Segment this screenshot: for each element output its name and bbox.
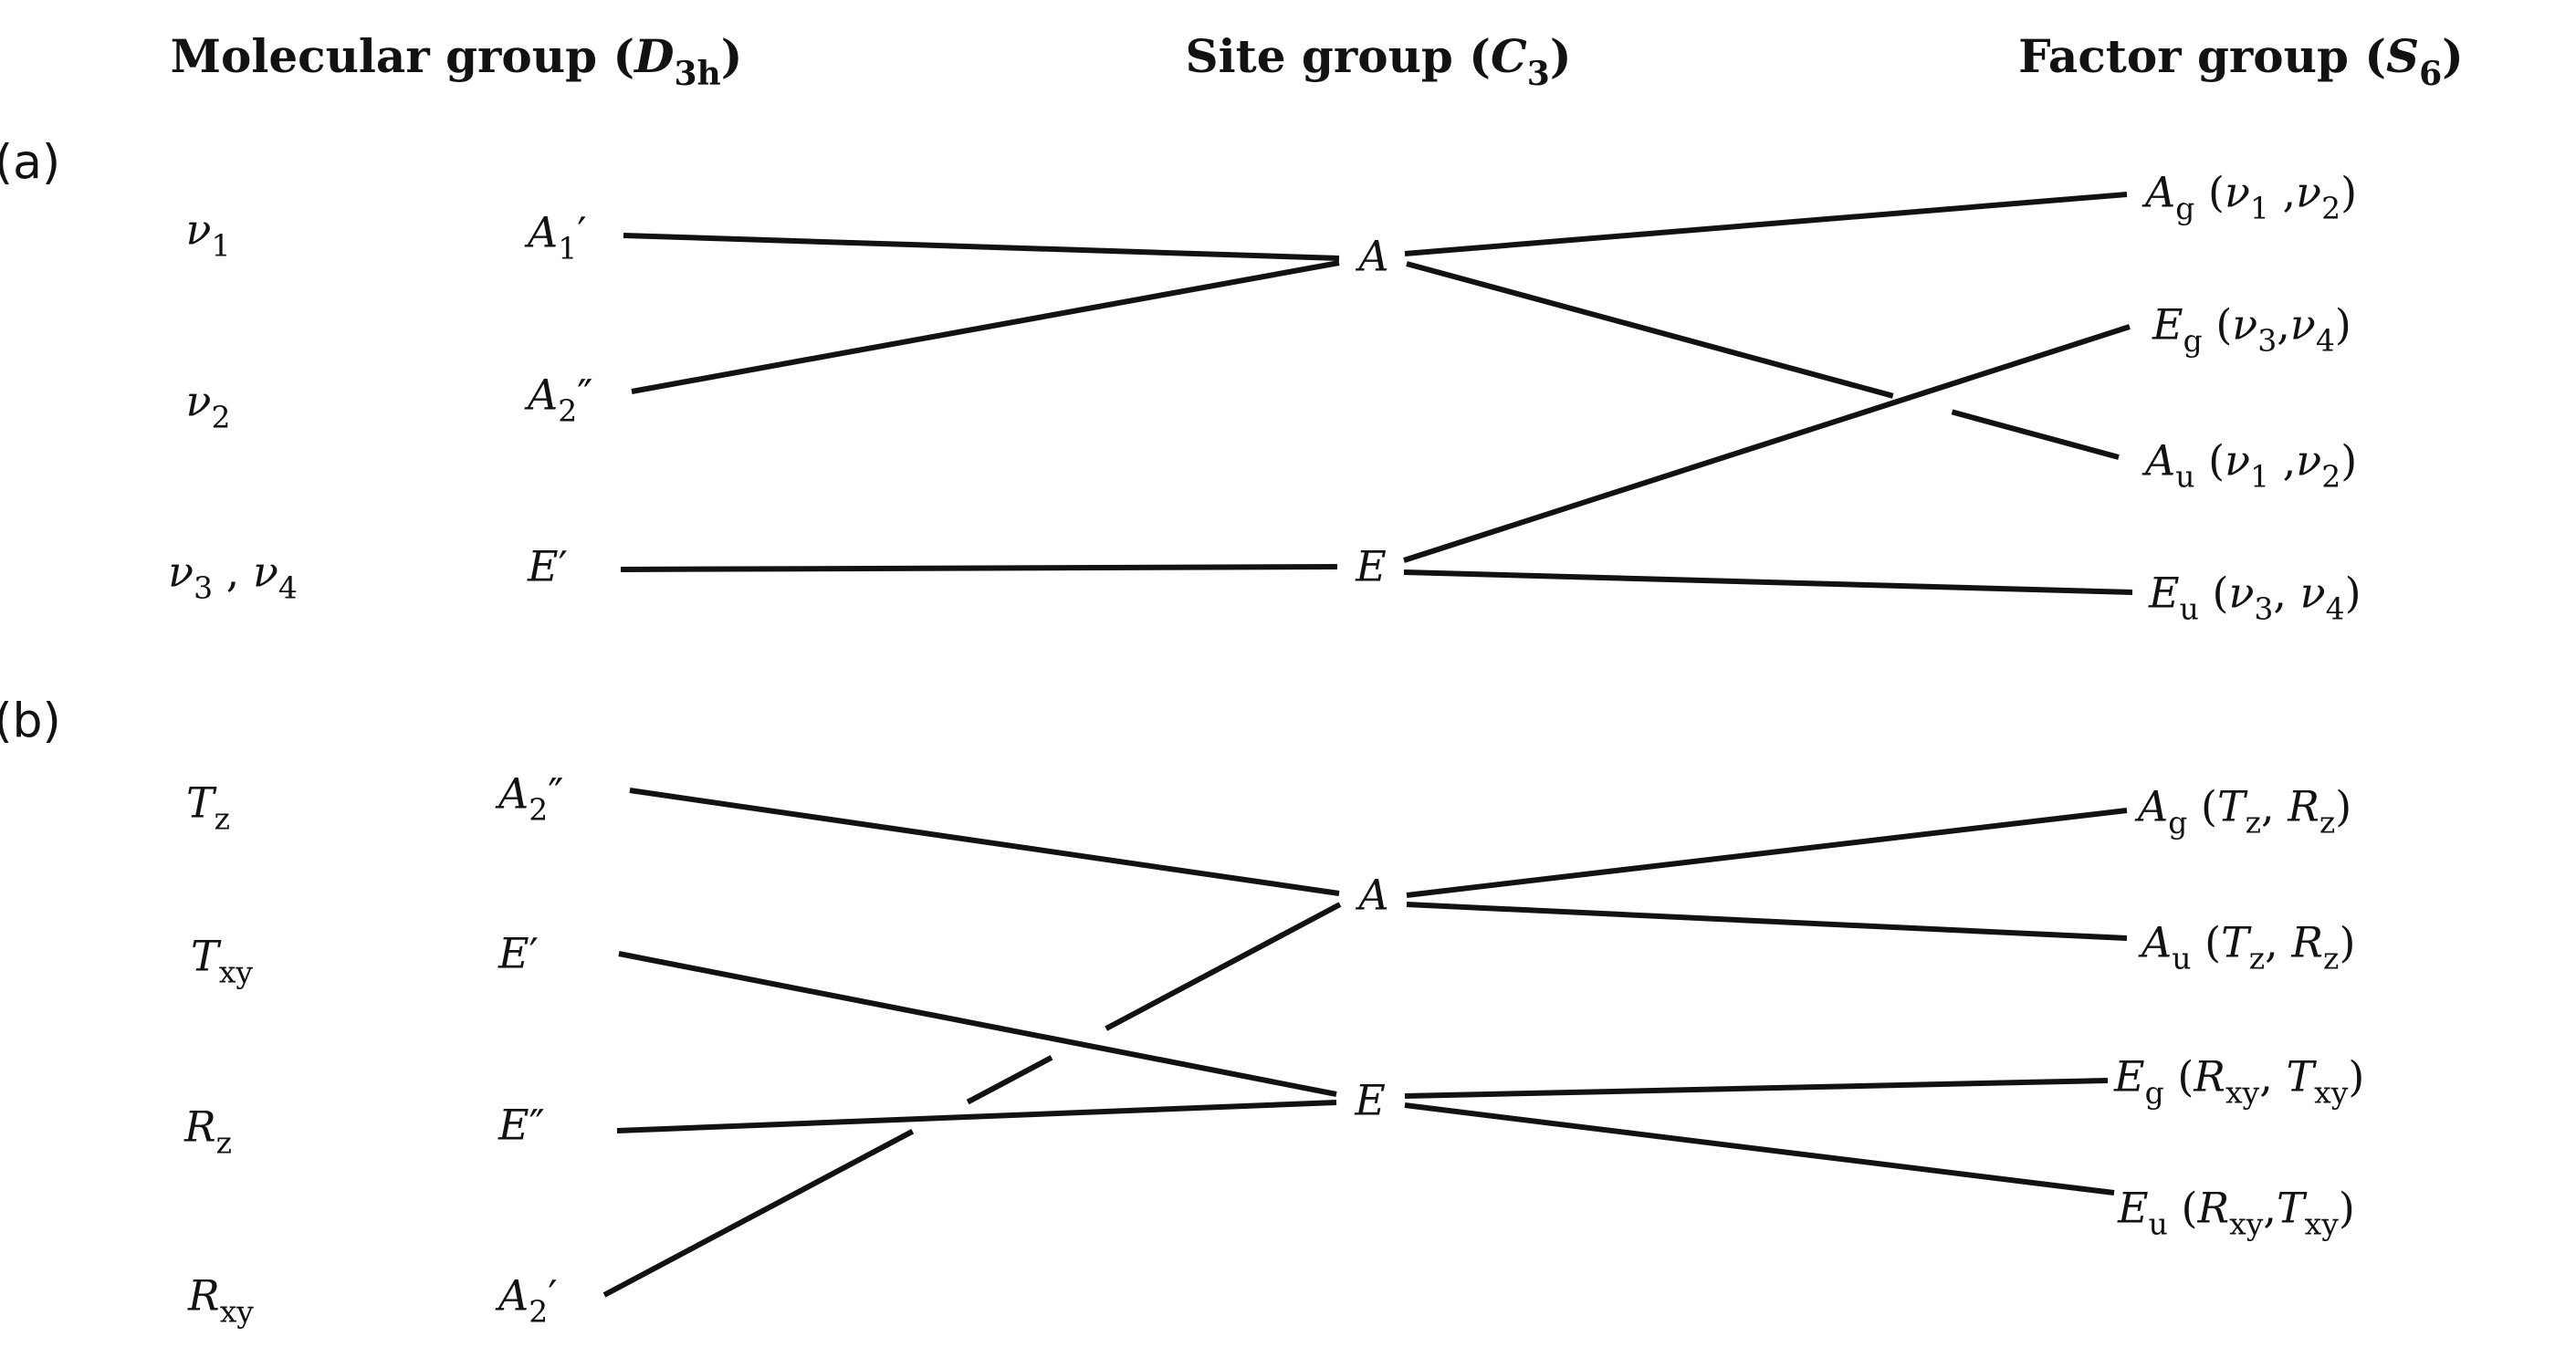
- edge-b-edblprime-to-site-e: [616, 1100, 1337, 1133]
- edge-b-a2prime-to-site-a-segment: [966, 1055, 1053, 1105]
- edge-b-eprime-to-site-e: [618, 951, 1337, 1097]
- factor-a-eu: Eu (ν3, ν4): [2148, 569, 2361, 627]
- edge-a-site-a-to-au-segment: [1951, 409, 2120, 460]
- edge-b-site-e-to-eu: [1404, 1102, 2115, 1196]
- site-b-e: E: [1354, 1076, 1386, 1125]
- irrep-b-edblprime: E″: [497, 1101, 545, 1150]
- mode-b-rxy: Rxy: [187, 1271, 254, 1330]
- edge-b-a2prime-to-site-a-segment: [1105, 902, 1342, 1031]
- edge-a-a1prime-to-site-a-segment: [623, 233, 1340, 261]
- edge-a-site-e-to-eu: [1403, 569, 2133, 595]
- section-label-a: (a): [0, 136, 60, 191]
- edge-b-a2prime-to-site-a: [602, 902, 1342, 1298]
- edge-a-site-a-to-ag-segment: [1404, 192, 2128, 256]
- edge-a-a2dblprime-to-site-a-segment: [631, 260, 1340, 394]
- edge-a-site-a-to-au-segment: [1406, 261, 1894, 399]
- irrep-a-a1prime: A1′: [524, 208, 587, 266]
- site-b-a: A: [1355, 871, 1388, 920]
- irrep-a-eprime: E′: [527, 542, 568, 591]
- header-site-group: Site group (C3): [1186, 29, 1572, 93]
- edge-a-site-e-to-eu-segment: [1403, 569, 2133, 595]
- factor-a-au: Au (ν1 ,ν2): [2141, 436, 2357, 495]
- edge-a-eprime-to-site-e: [620, 564, 1338, 572]
- edge-b-site-a-to-ag: [1406, 808, 2128, 898]
- edge-b-site-e-to-eg: [1404, 1078, 2109, 1099]
- factor-a-ag: Ag (ν1 ,ν2): [2141, 168, 2357, 226]
- mode-a-nu1: ν1: [186, 205, 231, 264]
- mode-b-txy: Txy: [191, 932, 253, 990]
- edge-b-site-e-to-eu-segment: [1404, 1102, 2115, 1196]
- section-label-b: (b): [0, 694, 61, 749]
- edge-b-a2prime-to-site-a-segment: [602, 1129, 915, 1298]
- edge-a-eprime-to-site-e-segment: [620, 564, 1338, 572]
- edge-b-eprime-to-site-e-segment: [618, 951, 1337, 1097]
- header-molecular-group: Molecular group (D3h): [171, 29, 743, 93]
- edge-b-edblprime-to-site-e-segment: [616, 1100, 1337, 1133]
- edge-b-a2dblprime-to-site-a-segment: [629, 788, 1340, 896]
- factor-b-eg: Eg (Rxy, Txy): [2113, 1052, 2364, 1111]
- edge-b-site-a-to-ag-segment: [1406, 808, 2128, 898]
- factor-b-ag: Ag (Tz, Rz): [2134, 782, 2351, 841]
- edge-a-a1prime-to-site-a: [623, 233, 1340, 261]
- edge-b-site-a-to-au: [1406, 902, 2128, 941]
- header-factor-group: Factor group (S6): [2018, 29, 2464, 93]
- edge-b-site-e-to-eg-segment: [1404, 1078, 2109, 1099]
- factor-b-au: Au (Tz, Rz): [2138, 918, 2355, 976]
- mode-b-rz: Rz: [183, 1102, 232, 1161]
- factor-b-eu: Eu (Rxy,Txy): [2117, 1184, 2355, 1242]
- factor-a-eg: Eg (ν3,ν4): [2152, 300, 2351, 359]
- irrep-b-a2prime: A2′: [495, 1271, 558, 1330]
- mode-a-nu3-nu4: ν3 , ν4: [168, 548, 298, 606]
- irrep-b-eprime: E′: [497, 929, 539, 978]
- edge-b-a2dblprime-to-site-a: [629, 788, 1340, 896]
- edge-a-site-e-to-eg-segment: [1403, 324, 2131, 563]
- edge-a-site-a-to-au: [1406, 261, 2120, 460]
- edge-b-site-a-to-au-segment: [1406, 902, 2128, 941]
- irrep-b-a2dblprime: A2″: [495, 769, 563, 828]
- site-a-a: A: [1355, 232, 1388, 281]
- mode-b-tz: Tz: [186, 778, 230, 837]
- irrep-a-a2dblprime: A2″: [524, 371, 592, 429]
- edge-a-site-e-to-eg: [1403, 324, 2131, 563]
- edge-a-site-a-to-ag: [1404, 192, 2128, 256]
- site-a-e: E: [1355, 542, 1387, 591]
- edge-a-a2dblprime-to-site-a: [631, 260, 1340, 394]
- mode-a-nu2: ν2: [186, 377, 231, 435]
